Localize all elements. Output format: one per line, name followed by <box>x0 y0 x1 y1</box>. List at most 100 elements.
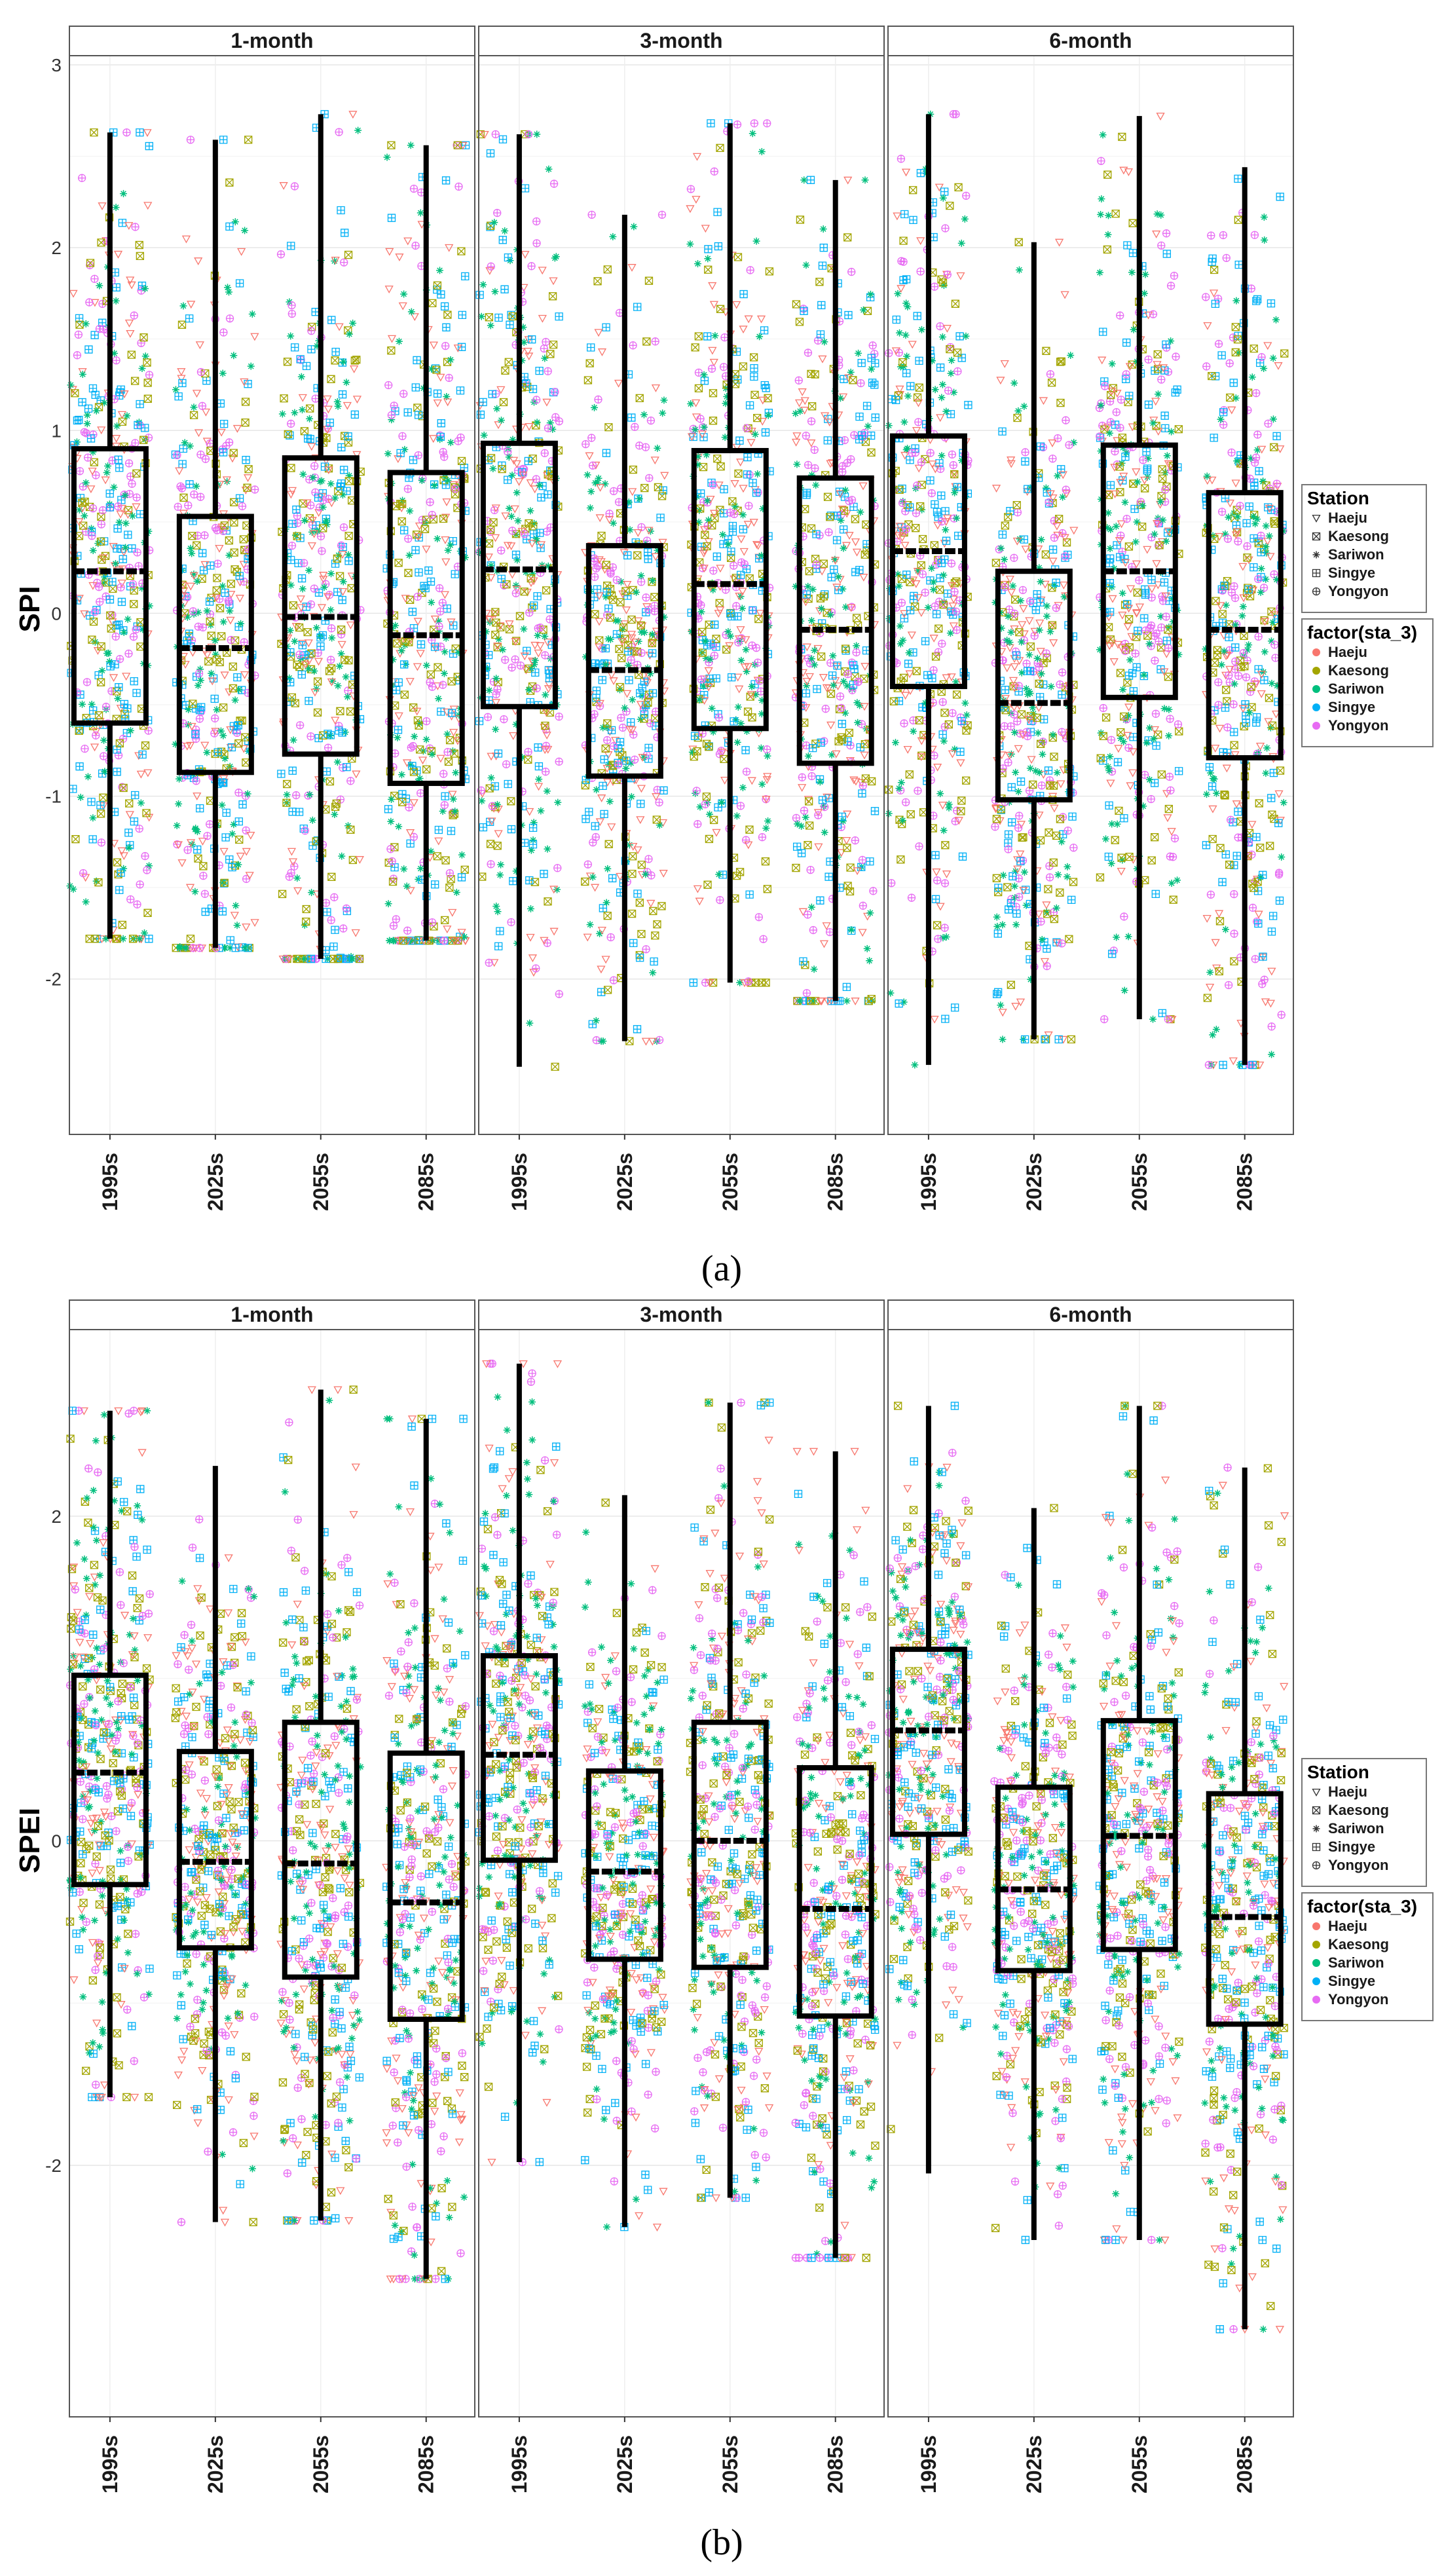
facet-strip-label: 3-month <box>640 29 722 52</box>
data-point <box>1026 651 1033 659</box>
data-point <box>117 579 126 588</box>
data-point <box>552 253 560 261</box>
data-point <box>232 902 240 910</box>
data-point <box>287 332 295 340</box>
data-point <box>447 356 454 364</box>
data-point <box>938 452 946 460</box>
data-point <box>119 852 128 861</box>
data-point <box>810 965 818 973</box>
data-point <box>899 637 907 644</box>
data-point <box>898 817 906 825</box>
data-point <box>435 695 443 703</box>
data-point <box>308 528 316 536</box>
data-point <box>929 586 937 593</box>
data-point <box>181 439 189 447</box>
data-point <box>520 625 528 633</box>
data-point <box>863 944 871 952</box>
data-point <box>629 696 637 703</box>
data-point <box>855 349 862 357</box>
data-point <box>221 755 229 762</box>
data-point <box>132 503 141 512</box>
y-tick-label: 1 <box>51 420 62 441</box>
data-point <box>119 783 128 793</box>
data-point <box>331 494 339 502</box>
data-point <box>948 356 955 364</box>
data-point <box>1009 582 1017 590</box>
data-point <box>609 233 617 240</box>
data-point <box>126 276 135 285</box>
data-point <box>339 358 347 365</box>
data-point <box>447 439 454 447</box>
data-point <box>145 813 154 822</box>
data-point <box>493 405 501 413</box>
data-point <box>606 798 614 806</box>
data-point <box>497 417 505 424</box>
data-point <box>715 870 723 878</box>
data-point <box>90 458 98 466</box>
data-point <box>297 373 305 381</box>
data-point <box>345 330 353 338</box>
data-point <box>398 646 405 654</box>
data-point <box>700 423 708 431</box>
data-point <box>394 734 401 741</box>
data-point <box>622 764 630 772</box>
data-point <box>811 646 819 654</box>
data-point <box>1047 682 1055 690</box>
data-point <box>494 908 502 916</box>
data-point <box>821 338 828 346</box>
data-point <box>541 354 549 362</box>
y-tick-label: 0 <box>51 603 62 624</box>
data-point <box>807 616 815 624</box>
data-point <box>1034 729 1042 737</box>
data-point <box>241 227 249 234</box>
data-point <box>697 608 705 616</box>
data-point <box>942 526 950 534</box>
data-point <box>751 430 759 438</box>
data-point <box>105 658 113 665</box>
data-point <box>843 682 851 690</box>
data-point <box>1026 764 1034 772</box>
data-point <box>733 738 741 746</box>
data-point <box>541 632 549 640</box>
data-point <box>840 544 847 552</box>
data-point <box>545 165 553 173</box>
data-point <box>389 937 397 944</box>
data-point <box>701 637 709 645</box>
data-point <box>945 804 953 812</box>
data-point <box>492 726 500 734</box>
data-point <box>485 686 493 694</box>
data-point <box>533 419 541 426</box>
data-point <box>930 578 938 586</box>
data-point <box>406 507 414 515</box>
data-point <box>130 312 138 320</box>
data-point <box>231 696 239 704</box>
data-point <box>335 662 343 670</box>
data-point <box>1026 690 1034 698</box>
data-point <box>895 785 903 793</box>
data-point <box>711 331 719 339</box>
data-point <box>405 551 413 559</box>
data-point <box>758 780 766 788</box>
data-point <box>1035 769 1043 777</box>
data-point <box>621 704 629 712</box>
data-point <box>338 852 346 860</box>
data-point <box>77 793 84 801</box>
data-point <box>139 625 147 633</box>
data-point <box>754 470 762 478</box>
data-point <box>942 933 950 941</box>
data-point <box>182 944 190 952</box>
data-point <box>642 870 650 878</box>
data-point <box>422 662 430 669</box>
data-point <box>904 392 912 400</box>
data-point <box>817 605 825 612</box>
data-point <box>88 582 98 590</box>
data-point <box>904 445 912 453</box>
data-point <box>395 823 403 831</box>
data-point <box>1067 351 1075 359</box>
facet-strip <box>69 26 475 56</box>
data-point <box>928 565 936 572</box>
data-point <box>1020 402 1028 410</box>
data-point <box>124 319 134 327</box>
data-point <box>128 480 136 488</box>
